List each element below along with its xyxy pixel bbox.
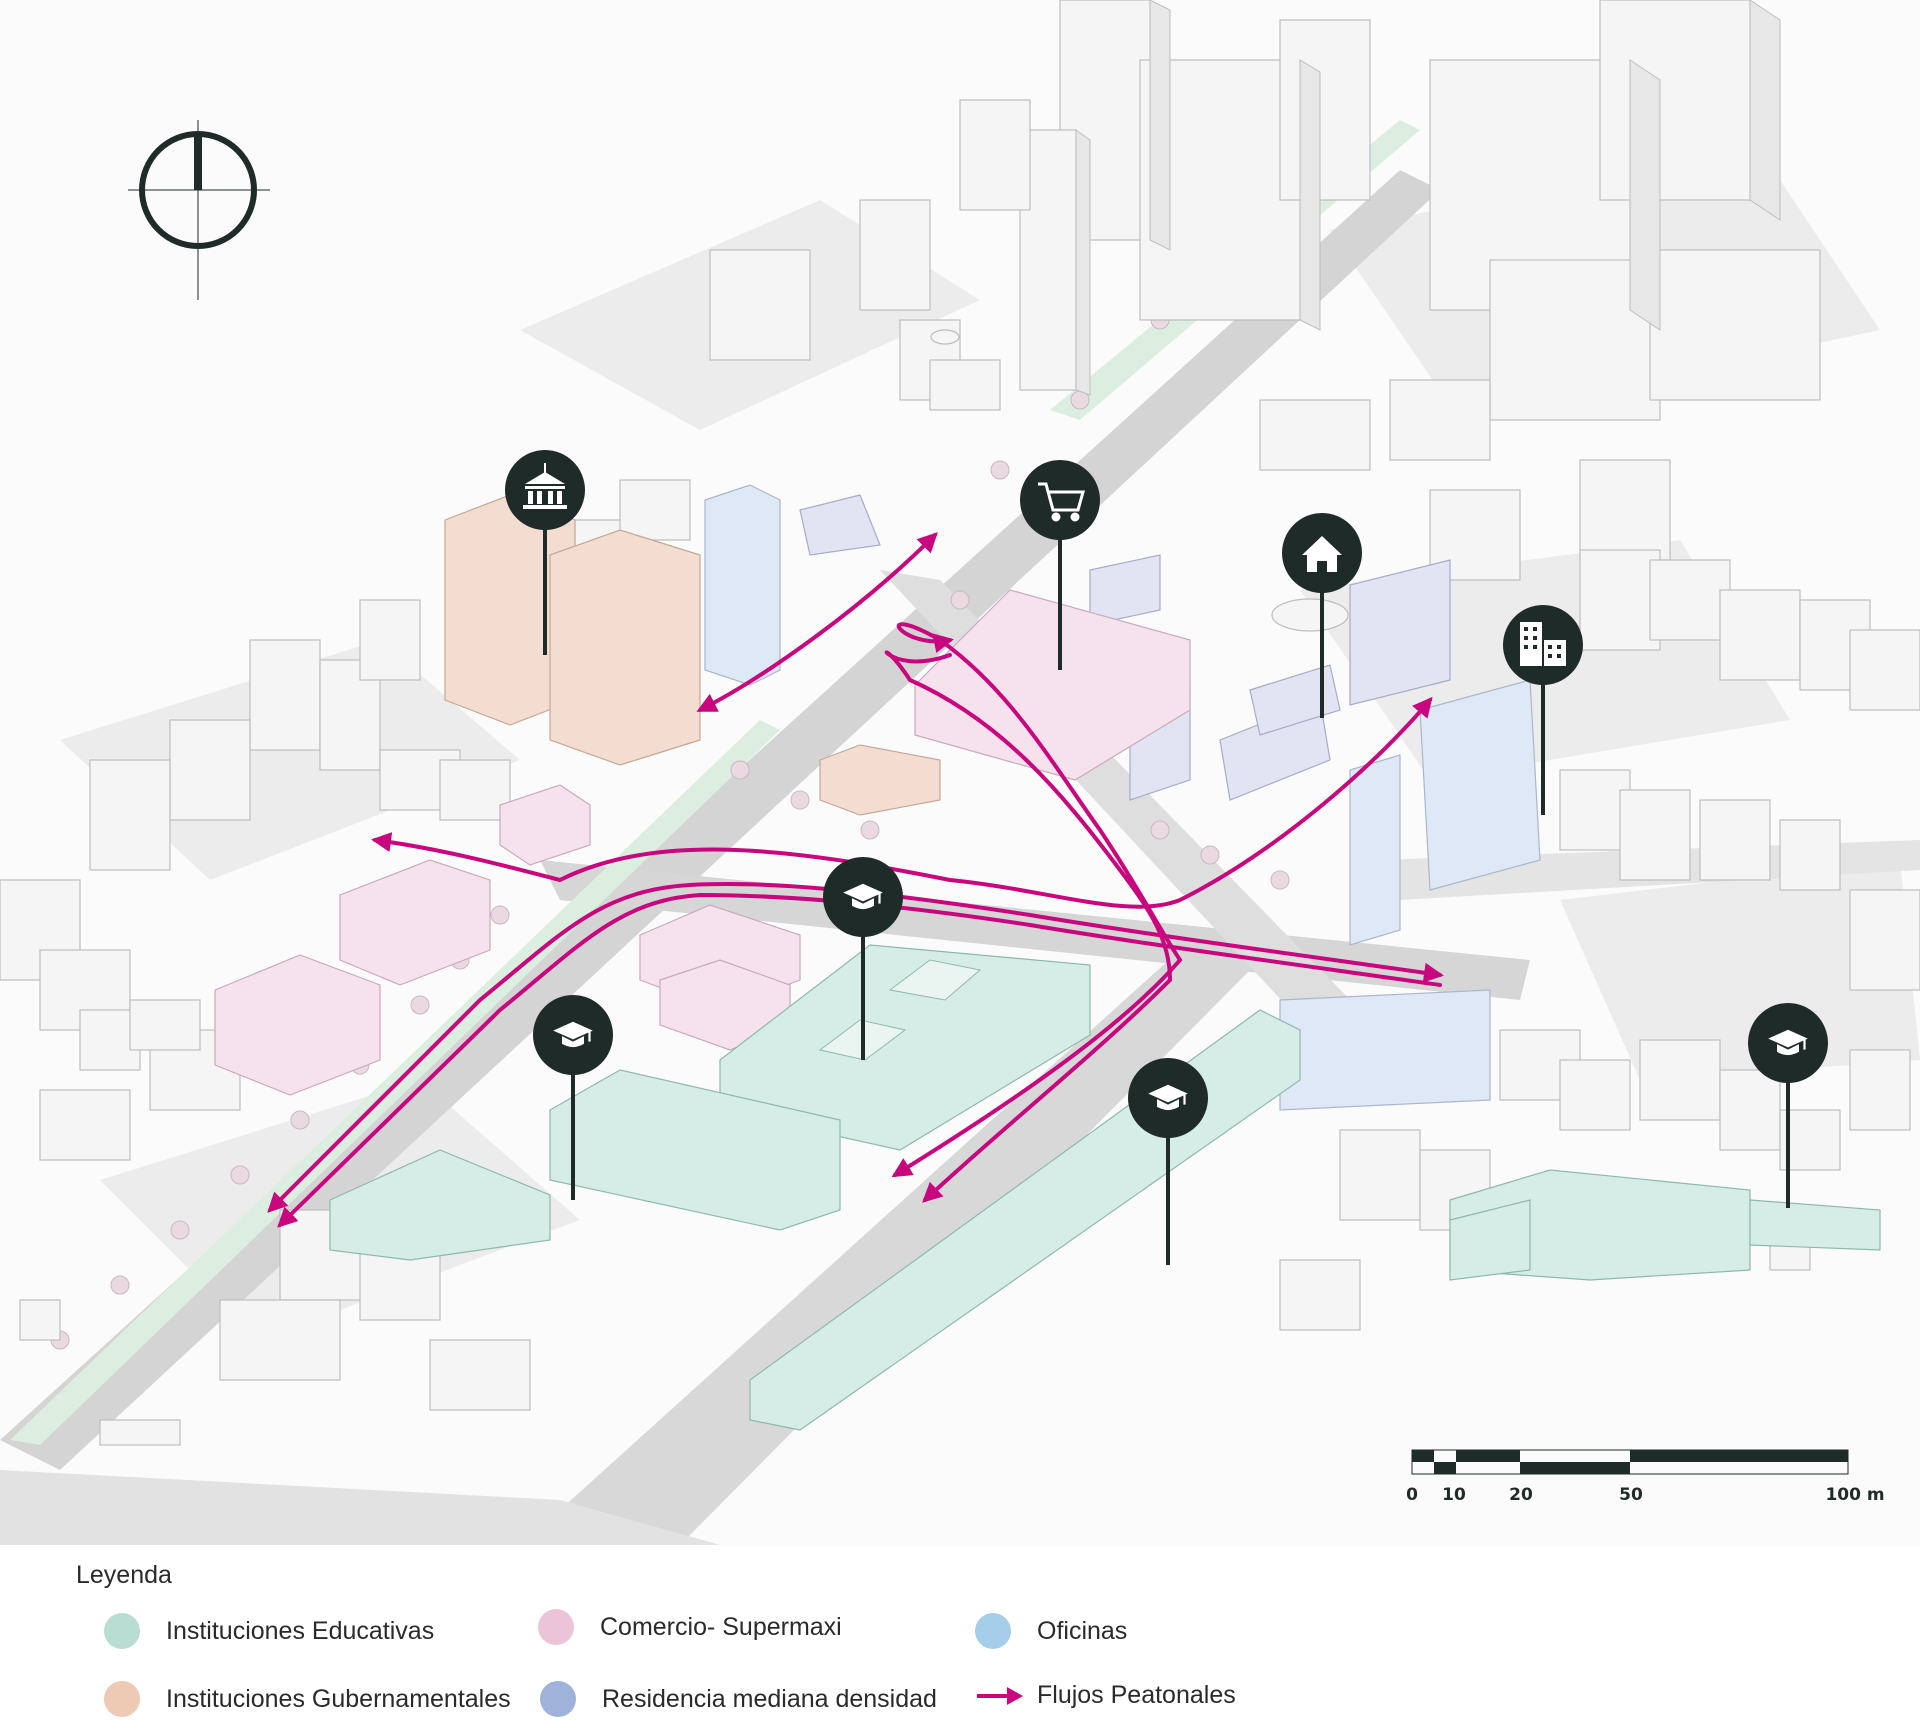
use-markers <box>505 450 1828 1265</box>
marker-commerce <box>1020 460 1100 670</box>
legend-label: Oficinas <box>1037 1616 1128 1645</box>
scale-bar: 0 10 20 50 100 m <box>1406 1449 1885 1505</box>
legend-title: Leyenda <box>76 1561 172 1589</box>
marker-education-bottom <box>1128 1058 1208 1265</box>
scale-segment <box>1434 1462 1456 1474</box>
legend-label: Comercio- Supermaxi <box>600 1612 842 1641</box>
urban-axonometric-map: 0 10 20 50 100 m <box>0 0 1920 1545</box>
flow-line <box>696 532 938 712</box>
legend-swatch <box>538 1609 574 1645</box>
marker-education-center <box>823 857 903 1060</box>
marker-education-left <box>533 995 613 1200</box>
legend-item-residence: Residencia mediana densidad <box>540 1681 937 1717</box>
legend-item-pedestrian-flows: Flujos Peatonales <box>975 1681 1236 1710</box>
scale-label: 20 <box>1509 1485 1533 1505</box>
legend-item-commerce: Comercio- Supermaxi <box>538 1609 842 1645</box>
marker-residence <box>1282 513 1362 718</box>
legend-swatch <box>540 1681 576 1717</box>
legend-swatch <box>104 1613 140 1649</box>
scale-label: 50 <box>1619 1485 1643 1505</box>
scale-segment <box>1412 1450 1434 1462</box>
government-building-icon <box>523 463 567 509</box>
legend-label: Residencia mediana densidad <box>602 1684 937 1713</box>
legend-item-educational: Instituciones Educativas <box>104 1613 434 1649</box>
legend-item-government: Instituciones Gubernamentales <box>104 1681 511 1717</box>
scale-segment <box>1456 1450 1520 1462</box>
scale-segment <box>1630 1450 1848 1462</box>
legend-swatch <box>975 1613 1011 1649</box>
scale-label: 10 <box>1442 1485 1466 1505</box>
tower-side-faces <box>1075 0 1781 396</box>
bottom-road <box>0 1470 720 1545</box>
legend-label: Flujos Peatonales <box>1037 1681 1236 1709</box>
flow-arrow-icon <box>977 1686 1023 1705</box>
north-arrow-icon <box>128 120 270 300</box>
legend-item-offices: Oficinas <box>975 1613 1127 1649</box>
flow-line <box>884 650 1173 1203</box>
marker-education-right <box>1748 1003 1828 1208</box>
shopping-cart-icon <box>1038 482 1085 522</box>
legend: Leyenda Instituciones Educativas Comerci… <box>0 1545 1920 1736</box>
legend-label: Instituciones Gubernamentales <box>166 1684 511 1713</box>
office-building-icon <box>1520 622 1566 666</box>
scale-label: 100 m <box>1825 1485 1884 1505</box>
flow-line <box>891 622 1183 1178</box>
marker-government <box>505 450 585 655</box>
legend-label: Instituciones Educativas <box>166 1616 435 1645</box>
marker-office <box>1503 605 1583 815</box>
scale-segment <box>1520 1462 1630 1474</box>
house-icon <box>1302 536 1342 572</box>
scale-label: 0 <box>1406 1485 1418 1505</box>
legend-swatch <box>104 1681 140 1717</box>
